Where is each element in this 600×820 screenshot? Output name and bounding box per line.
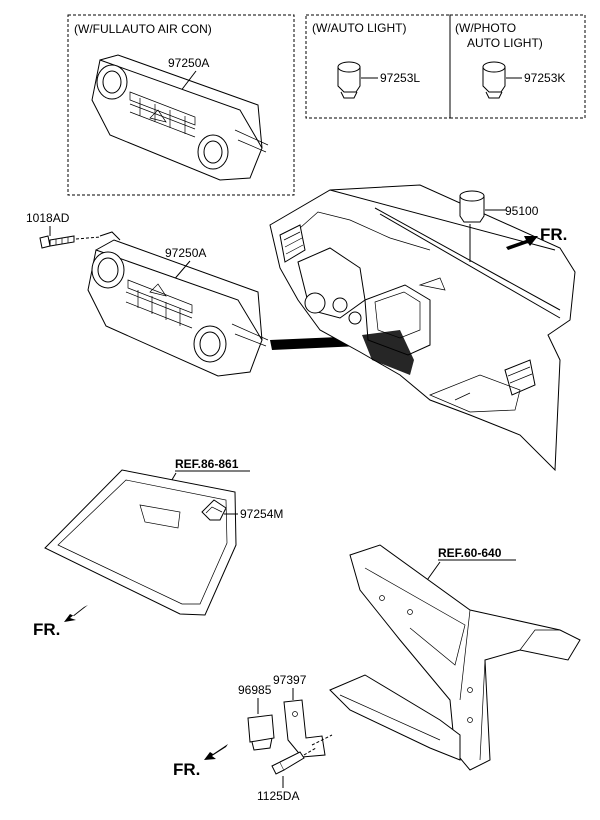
part-97397-label: 97397 <box>273 673 307 687</box>
photo-auto-light-sensor <box>482 61 506 99</box>
part-97253L-label: 97253L <box>380 71 420 85</box>
part-95100-label: 95100 <box>505 204 539 218</box>
auto-light-box: (W/AUTO LIGHT) 97253L <box>305 14 451 119</box>
rain-sensor-bracket-97254M <box>201 499 227 521</box>
bracket-97397 <box>283 699 326 758</box>
part-97250A-main-label: 97250A <box>165 246 206 260</box>
cowl-cross-member <box>329 544 581 771</box>
screw-1018AD <box>39 235 75 249</box>
fr-dash-label: FR. <box>540 225 567 244</box>
sensor-96985 <box>247 714 275 751</box>
front-direction-arrow-dash: FR. <box>506 225 567 250</box>
sensor-95100 <box>459 190 485 223</box>
photo-auto-light-box: (W/PHOTO AUTO LIGHT) 97253K <box>449 14 586 119</box>
part-1018AD-label: 1018AD <box>26 211 70 225</box>
auto-light-sensor <box>337 61 361 99</box>
part-97253K-label: 97253K <box>524 71 565 85</box>
part-97250A-top-label: 97250A <box>168 56 209 70</box>
front-direction-arrow-windshield: FR. <box>33 605 88 639</box>
front-direction-arrow-bracket: FR. <box>173 744 228 779</box>
fr-windshield-label: FR. <box>33 620 60 639</box>
windshield-glass <box>44 469 237 616</box>
full-auto-air-con-box: (W/FULLAUTO AIR CON) 97250A <box>67 14 295 196</box>
full-auto-air-con-caption: (W/FULLAUTO AIR CON) <box>74 22 212 36</box>
dashboard-crash-pad <box>269 184 576 472</box>
part-97254M-label: 97254M <box>240 507 283 521</box>
bolt-1125DA <box>271 751 305 775</box>
climate-control-unit-top <box>91 54 269 181</box>
part-96985-label: 96985 <box>238 683 272 697</box>
ref-60-640-label: REF.60-640 <box>438 546 502 560</box>
photo-auto-light-caption-1: (W/PHOTO <box>455 21 516 35</box>
part-1125DA-label: 1125DA <box>257 789 299 803</box>
photo-auto-light-caption-2: AUTO LIGHT) <box>467 36 543 50</box>
auto-light-caption: (W/AUTO LIGHT) <box>312 21 406 35</box>
fr-bracket-label: FR. <box>173 760 200 779</box>
climate-control-unit-main <box>87 231 269 377</box>
ref-86-861-label: REF.86-861 <box>175 457 239 471</box>
